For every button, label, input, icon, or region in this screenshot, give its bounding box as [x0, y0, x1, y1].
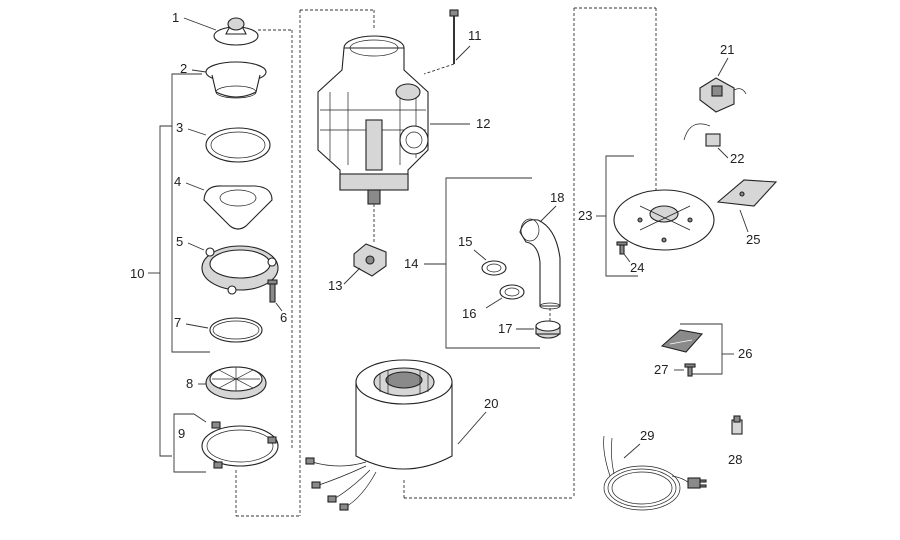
part-23-bottom-plate — [613, 189, 715, 251]
part-29-power-cord — [603, 435, 707, 511]
part-12-hopper-housing — [317, 35, 429, 205]
callout-3: 3 — [176, 120, 183, 135]
callout-25: 25 — [746, 232, 760, 247]
callout-20: 20 — [484, 396, 498, 411]
part-24-screw — [616, 241, 628, 255]
callout-23: 23 — [578, 208, 592, 223]
part-3-gasket — [205, 127, 271, 163]
callout-17: 17 — [498, 321, 512, 336]
callout-7: 7 — [174, 315, 181, 330]
callout-28: 28 — [728, 452, 742, 467]
callout-18: 18 — [550, 190, 564, 205]
part-8-splash-guard — [205, 366, 267, 400]
part-1-stopper — [213, 17, 259, 46]
part-6-screw — [267, 279, 278, 303]
callout-6: 6 — [280, 310, 287, 325]
callout-11: 11 — [468, 28, 482, 43]
part-16-washer — [499, 284, 525, 300]
part-28-connector — [731, 415, 743, 435]
callout-9: 9 — [178, 426, 185, 441]
callout-12: 12 — [476, 116, 490, 131]
callout-8: 8 — [186, 376, 193, 391]
part-13-impeller-clip — [353, 243, 387, 277]
part-25-cover-plate — [716, 179, 778, 207]
part-26-plate — [660, 329, 704, 353]
callout-2: 2 — [180, 61, 187, 76]
callout-21: 21 — [720, 42, 734, 57]
part-11-rod — [449, 9, 459, 64]
callout-1: 1 — [172, 10, 179, 25]
callout-29: 29 — [640, 428, 654, 443]
callout-10: 10 — [130, 266, 144, 281]
part-17-nut — [535, 320, 561, 339]
callout-4: 4 — [174, 174, 181, 189]
part-5-mounting-ring — [201, 245, 279, 295]
part-7-snap-ring — [209, 317, 263, 343]
callout-16: 16 — [462, 306, 476, 321]
callout-13: 13 — [328, 278, 342, 293]
callout-14: 14 — [404, 256, 418, 271]
part-27-screw — [684, 363, 696, 377]
part-4-backup-flange — [203, 185, 273, 230]
part-18-discharge-elbow — [519, 218, 561, 310]
callout-27: 27 — [654, 362, 668, 377]
part-2-sink-flange — [205, 61, 267, 99]
callout-15: 15 — [458, 234, 472, 249]
part-15-washer — [481, 260, 507, 276]
callout-26: 26 — [738, 346, 752, 361]
part-9-clamp-ring — [201, 421, 279, 469]
callout-22: 22 — [730, 151, 744, 166]
callout-24: 24 — [630, 260, 644, 275]
part-20-motor — [305, 359, 453, 511]
part-22-terminal — [683, 123, 721, 147]
part-21-switch — [699, 77, 747, 113]
callout-5: 5 — [176, 234, 183, 249]
